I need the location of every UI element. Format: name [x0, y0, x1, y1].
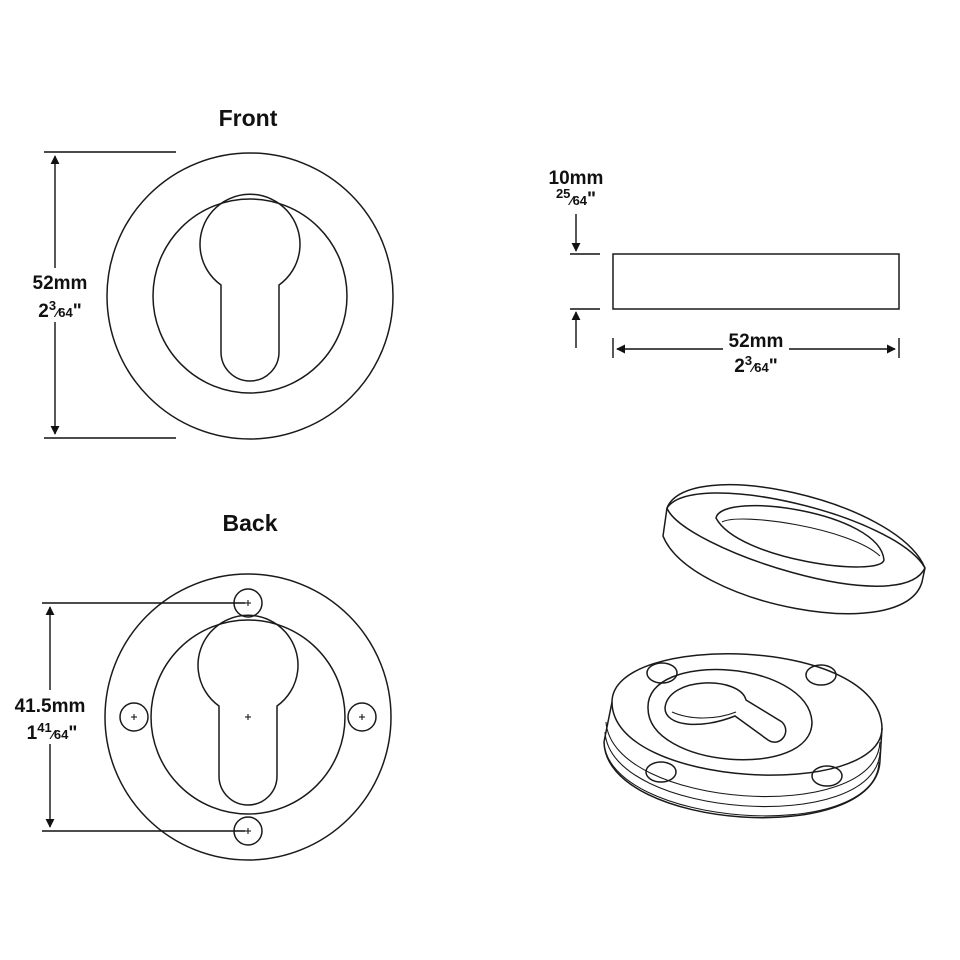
- back-outer-rim: [104, 573, 392, 861]
- front-view: [106, 152, 394, 440]
- side-thickness-metric: 10mm: [549, 168, 604, 189]
- base-plate-keyhole-depth: [671, 711, 737, 719]
- base-screw-hole-bottom-left: [645, 761, 677, 783]
- back-hole-spacing-dimension: 41.5mm 141⁄64": [12, 602, 245, 832]
- front-dim-label-bg: [26, 268, 86, 322]
- side-dim-label-bg: [723, 327, 789, 379]
- back-inner-rim: [150, 619, 346, 815]
- back-dim-metric: 41.5mm: [15, 696, 86, 717]
- front-outer-rim: [106, 152, 394, 440]
- base-plate-keyhole-icon: [664, 682, 787, 743]
- base-plate-groove-3: [603, 741, 880, 817]
- base-plate-boss: [647, 668, 813, 761]
- side-view: [612, 253, 900, 310]
- screw-hole-right: [347, 702, 377, 732]
- screw-hole-left: [119, 702, 149, 732]
- cover-ring-opening-inner: [721, 518, 881, 557]
- side-thickness-dimension: 10mm 25⁄64": [549, 168, 604, 348]
- cover-ring-front-edge: [666, 507, 926, 587]
- front-view-title: Front: [219, 105, 278, 131]
- front-diameter-dimension: 52mm 23⁄64": [26, 151, 176, 439]
- cover-ring-body: [662, 483, 926, 615]
- cover-ring-top-edge: [666, 492, 926, 569]
- back-view: [104, 573, 392, 861]
- back-center-mark: [245, 714, 251, 720]
- back-dim-label-bg: [12, 690, 90, 744]
- base-plate-groove-2: [604, 731, 881, 808]
- base-screw-hole-top-right: [805, 664, 837, 686]
- base-screw-hole-bottom-right: [811, 765, 843, 787]
- isometric-base-plate: [603, 653, 883, 819]
- back-keyhole-icon: [197, 614, 299, 806]
- side-diameter-dimension: 52mm 23⁄64": [612, 327, 900, 379]
- base-plate-groove-1: [605, 721, 881, 798]
- front-dim-imperial: 23⁄64": [38, 298, 81, 322]
- front-dim-metric: 52mm: [33, 273, 88, 294]
- side-diameter-metric: 52mm: [729, 331, 784, 352]
- back-view-title: Back: [223, 510, 278, 536]
- cover-ring-opening: [715, 504, 885, 568]
- front-keyhole-icon: [199, 193, 301, 382]
- side-diameter-imperial: 23⁄64": [734, 353, 777, 377]
- back-dim-imperial: 141⁄64": [27, 720, 78, 744]
- side-profile: [612, 253, 900, 310]
- front-inner-rim: [152, 198, 348, 394]
- base-screw-hole-top-left: [646, 662, 678, 684]
- isometric-cover-ring: [662, 483, 926, 615]
- side-thickness-imperial: 25⁄64": [556, 186, 596, 210]
